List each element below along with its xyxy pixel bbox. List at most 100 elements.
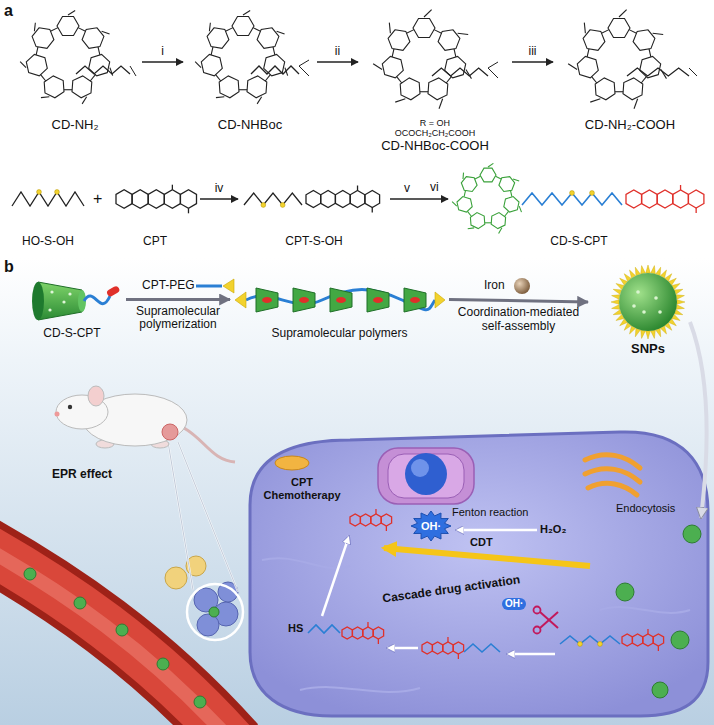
compound-box bbox=[454, 49, 456, 57]
compound-box bbox=[382, 56, 403, 77]
compound-box bbox=[273, 47, 275, 55]
prodrug-icon bbox=[32, 282, 44, 320]
compound-box bbox=[148, 190, 164, 209]
drug-molecules bbox=[422, 642, 432, 654]
polymer-icon: Supramolecular polymers bbox=[232, 272, 447, 341]
compound-box bbox=[695, 208, 696, 213]
compound-box bbox=[462, 173, 464, 179]
mitochondrion bbox=[275, 456, 309, 470]
nucleus bbox=[378, 448, 474, 504]
compound-box bbox=[626, 190, 642, 208]
drug-molecules bbox=[622, 634, 632, 646]
process-label: Fenton reaction bbox=[452, 506, 528, 519]
compound-box: CPT bbox=[112, 163, 198, 249]
compound-box bbox=[499, 228, 502, 234]
compound-name: CD-S-CPT bbox=[450, 235, 708, 249]
polymer-icon bbox=[435, 292, 445, 308]
compound-box bbox=[219, 76, 239, 98]
blood-vessel bbox=[157, 658, 169, 670]
drug-molecules bbox=[647, 629, 648, 634]
compound-box bbox=[420, 91, 428, 92]
scissors bbox=[540, 612, 558, 628]
compound-box bbox=[595, 78, 615, 100]
nucleus bbox=[378, 448, 474, 504]
compound-box bbox=[201, 54, 222, 75]
polymer-icon bbox=[293, 288, 315, 312]
magnifier-lines bbox=[178, 442, 238, 592]
nanoparticle-icon bbox=[642, 310, 646, 314]
golgi bbox=[585, 455, 640, 495]
compound-box bbox=[373, 64, 382, 70]
nanoparticle-icon bbox=[619, 273, 677, 331]
compound-box bbox=[6, 163, 90, 235]
compound-box bbox=[360, 6, 510, 118]
compound-box: CD-NH₂-COOH bbox=[555, 6, 705, 133]
nanoparticle-icon bbox=[611, 300, 619, 305]
polymer-icon bbox=[367, 288, 389, 312]
compound-box: CPT-S-OH bbox=[240, 163, 388, 249]
compound-box bbox=[568, 64, 577, 70]
cell bbox=[300, 687, 420, 692]
compound-box bbox=[499, 177, 515, 192]
cell-nanoparticles bbox=[652, 682, 668, 698]
cell-nanoparticles bbox=[683, 525, 701, 543]
polymer-icon bbox=[336, 297, 346, 303]
compound-box bbox=[485, 222, 491, 223]
radical-label: OH· bbox=[502, 598, 526, 610]
compound-box bbox=[615, 91, 623, 92]
compound-box bbox=[392, 49, 394, 57]
tumor-tissue bbox=[209, 607, 219, 617]
compound-box: R = OH OCOCH₂CH₂COOHCD-NHBoc-COOH bbox=[360, 6, 510, 154]
reaction-arrows bbox=[387, 647, 418, 650]
nanoparticle-icon bbox=[646, 265, 651, 273]
compound-box bbox=[428, 78, 448, 100]
prodrug-icon bbox=[48, 308, 51, 311]
compound-name: HO-S-OH bbox=[6, 235, 90, 249]
nucleus bbox=[411, 459, 429, 477]
mouse bbox=[162, 424, 178, 440]
cell bbox=[262, 558, 350, 568]
reaction-condition: Coordination-mediated self-assembly bbox=[449, 306, 589, 334]
nanoparticle-icon bbox=[654, 296, 658, 300]
compound-box bbox=[475, 176, 481, 179]
compound-box bbox=[244, 193, 302, 205]
reaction-condition: v bbox=[397, 182, 417, 196]
compound-box bbox=[240, 163, 388, 235]
compound-box bbox=[641, 77, 646, 83]
compound-box bbox=[12, 192, 84, 206]
nanoparticle-icon bbox=[612, 305, 620, 310]
reaction-arrow bbox=[200, 198, 238, 199]
nanoparticle-icon bbox=[651, 330, 656, 338]
magnifier-lines bbox=[168, 442, 193, 590]
reaction-condition: iv bbox=[204, 182, 234, 196]
cell-nanoparticles bbox=[671, 631, 689, 649]
polymer-icon bbox=[404, 288, 426, 312]
compound-box bbox=[577, 56, 598, 77]
compound-box bbox=[680, 185, 681, 190]
drug-molecules bbox=[643, 634, 653, 646]
nucleus bbox=[405, 453, 447, 495]
nanoparticle-icon bbox=[651, 266, 656, 274]
drug-molecules bbox=[363, 627, 373, 639]
drug-molecules bbox=[447, 637, 448, 642]
compound-box bbox=[452, 202, 457, 206]
compound-box bbox=[299, 60, 309, 66]
compound-box bbox=[130, 66, 136, 76]
nanoparticle-icon bbox=[590, 262, 706, 342]
nanoparticle-icon: SNPs bbox=[590, 262, 706, 357]
compound-box bbox=[513, 179, 519, 181]
compound-box bbox=[82, 28, 104, 49]
compound-box bbox=[164, 190, 180, 209]
compound-box bbox=[57, 17, 79, 36]
compound-box bbox=[185, 6, 315, 118]
compound-box bbox=[226, 28, 233, 32]
drug-molecules bbox=[632, 634, 642, 646]
drug-molecules bbox=[367, 622, 368, 627]
reaction-arrow bbox=[317, 61, 358, 62]
cell-nanoparticles bbox=[616, 525, 701, 698]
compound-box bbox=[251, 66, 299, 74]
compound-box bbox=[438, 30, 460, 51]
blood-vessel bbox=[74, 597, 86, 609]
compound-box bbox=[458, 33, 469, 34]
compound-box bbox=[602, 30, 609, 34]
